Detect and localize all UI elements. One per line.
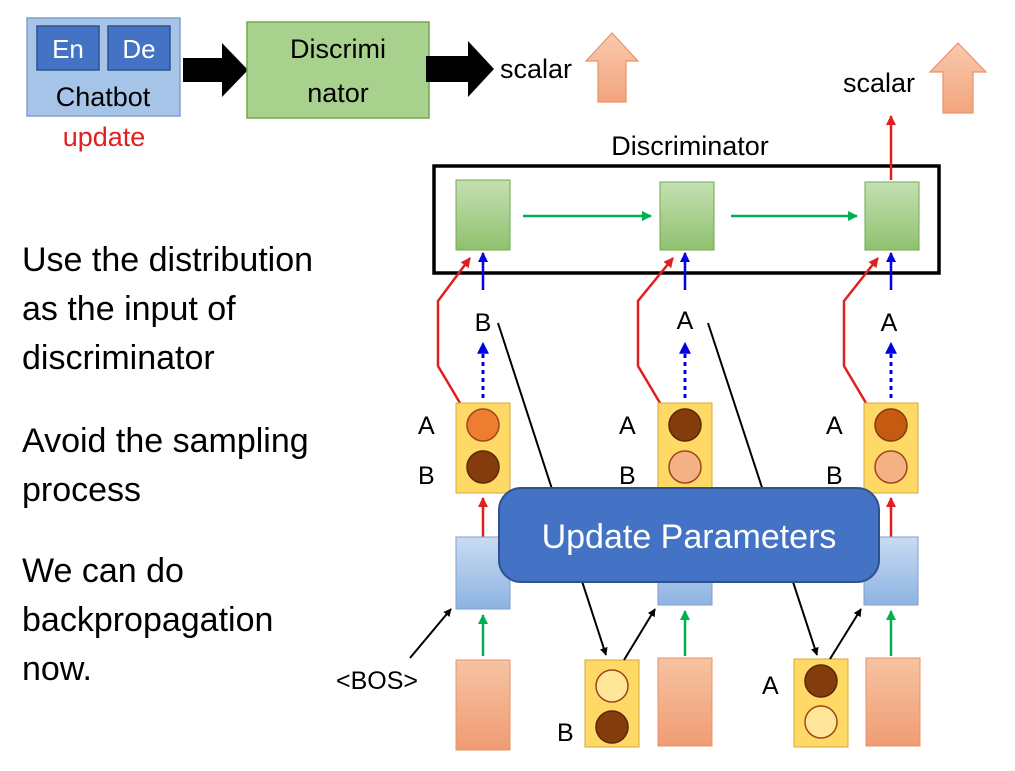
red-path-3 [842,257,879,404]
dist-1-a-circle [466,408,500,442]
sample-2-label: A [762,672,779,700]
sample-dist-1 [584,659,640,748]
sample-1-b-circle [595,710,629,744]
top-scalar-up-arrow [584,32,640,103]
note-avoid-sampling: Avoid the sampling process [22,422,309,509]
top-scalar-label: scalar [500,54,572,84]
top-discriminator-line1: Discrimi [290,34,386,64]
dist-3-label-a: A [826,412,843,440]
sample-1-a-circle [595,669,629,703]
dist-1-label-b: B [418,462,435,490]
distribution-3 [863,402,919,494]
red-path-1 [436,257,472,404]
update-label: update [63,122,146,152]
disc-cell-1 [455,179,511,251]
update-parameters-label: Update Parameters [542,518,837,556]
encoder-box [36,25,100,71]
dist-2-b-circle [668,450,702,484]
top-discriminator-box [246,21,430,119]
dist-1-label-a: A [418,412,435,440]
top-discriminator-line2: nator [307,78,369,108]
decoder-label: De [122,34,155,64]
decoder-box [107,25,171,71]
note-backpropagation: We can do backpropagation now. [22,552,274,688]
disc-cell-3 [864,181,920,251]
chatbot-block: En De Chatbot [26,17,181,117]
discriminator-frame [432,164,941,275]
red-path-2 [636,257,674,404]
right-scalar-up-arrow [928,42,988,114]
black-arrow-2 [426,41,494,97]
sample-1-label: B [557,719,574,747]
disc-cell-2 [659,181,715,251]
sample-2-b-circle [804,705,838,739]
dist-3-b-circle [874,450,908,484]
dist-3-label-b: B [826,462,843,490]
discriminator-title: Discriminator [611,131,769,161]
note-distribution-input: Use the distribution as the input of dis… [22,241,314,377]
input-cell-2 [657,657,713,747]
dist-2-a-circle [668,408,702,442]
dist-2-label-a: A [619,412,636,440]
bos-arrow [409,608,452,659]
bos-label: <BOS> [336,667,418,695]
distribution-2 [657,402,713,494]
sampled-token-1: B [475,309,492,337]
encoder-label: En [52,34,84,64]
sampled-token-2: A [677,307,694,335]
black-arrow-1 [183,43,248,97]
distribution-1 [455,402,511,494]
sample-dist-2 [793,658,849,748]
dist-2-label-b: B [619,462,636,490]
sample-2-to-decoder-arrow [829,608,862,660]
dist-3-a-circle [874,408,908,442]
dist-1-b-circle [466,450,500,484]
right-scalar-label: scalar [843,68,915,98]
sampled-token-3: A [881,309,898,337]
sample-2-a-circle [804,664,838,698]
update-parameters-banner [498,487,880,583]
input-cell-1 [455,659,511,751]
input-cell-3 [865,657,921,747]
sample-1-to-decoder-arrow [623,608,656,661]
chatbot-label: Chatbot [56,82,151,112]
